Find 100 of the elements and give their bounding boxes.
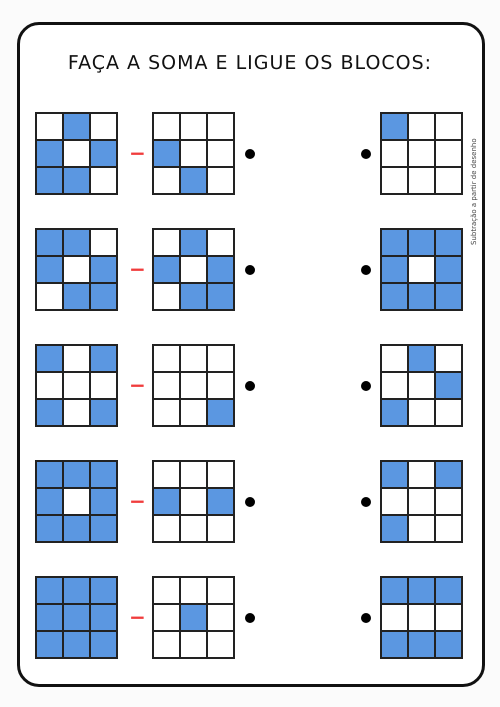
grid-cell bbox=[408, 488, 435, 515]
square-grid bbox=[35, 228, 118, 311]
square-grid bbox=[380, 576, 463, 659]
grid-cell bbox=[180, 488, 207, 515]
grid-cell bbox=[408, 167, 435, 194]
grid-cell bbox=[153, 461, 180, 488]
shaded-cell bbox=[381, 113, 408, 140]
square-grid bbox=[152, 112, 235, 195]
grid-cell bbox=[153, 515, 180, 542]
grid-cell bbox=[90, 113, 117, 140]
grid-cell bbox=[408, 256, 435, 283]
shaded-cell bbox=[36, 140, 63, 167]
grid-cell bbox=[36, 113, 63, 140]
shaded-cell bbox=[381, 283, 408, 310]
minus-sign: − bbox=[129, 607, 146, 627]
shaded-cell bbox=[63, 461, 90, 488]
grid-cell bbox=[408, 515, 435, 542]
grid-cell bbox=[63, 345, 90, 372]
shaded-cell bbox=[153, 488, 180, 515]
grid-cell bbox=[36, 283, 63, 310]
shaded-cell bbox=[36, 631, 63, 658]
grid-cell bbox=[207, 372, 234, 399]
grid-cell bbox=[207, 229, 234, 256]
grid-cell bbox=[153, 399, 180, 426]
grid-cell bbox=[153, 167, 180, 194]
square-grid bbox=[380, 344, 463, 427]
grid-cell bbox=[90, 167, 117, 194]
shaded-cell bbox=[90, 256, 117, 283]
shaded-cell bbox=[90, 577, 117, 604]
shaded-cell bbox=[153, 140, 180, 167]
shaded-cell bbox=[63, 515, 90, 542]
shaded-cell bbox=[90, 488, 117, 515]
shaded-cell bbox=[408, 631, 435, 658]
square-grid bbox=[152, 460, 235, 543]
grid-cell bbox=[63, 140, 90, 167]
grid-cell bbox=[180, 345, 207, 372]
grid-cell bbox=[36, 372, 63, 399]
grid-cell bbox=[153, 113, 180, 140]
shaded-cell bbox=[36, 604, 63, 631]
grid-cell bbox=[408, 372, 435, 399]
grid-cell bbox=[408, 399, 435, 426]
grid-cell bbox=[435, 167, 462, 194]
grid-cell bbox=[153, 577, 180, 604]
square-grid bbox=[380, 228, 463, 311]
grid-cell bbox=[435, 399, 462, 426]
square-grid bbox=[152, 576, 235, 659]
shaded-cell bbox=[90, 461, 117, 488]
shaded-cell bbox=[36, 256, 63, 283]
grid-cell bbox=[207, 461, 234, 488]
grid-cell bbox=[435, 140, 462, 167]
shaded-cell bbox=[180, 229, 207, 256]
grid-cell bbox=[63, 372, 90, 399]
square-grid bbox=[152, 344, 235, 427]
title: FAÇA A SOMA E LIGUE OS BLOCOS: bbox=[66, 52, 434, 74]
shaded-cell bbox=[381, 461, 408, 488]
grid-cell bbox=[207, 167, 234, 194]
minus-sign: − bbox=[129, 375, 146, 395]
grid-cell bbox=[381, 167, 408, 194]
grid-cell bbox=[408, 604, 435, 631]
grid-cell bbox=[153, 631, 180, 658]
grid-cell bbox=[435, 345, 462, 372]
grid-cell bbox=[180, 577, 207, 604]
grid-cell bbox=[180, 372, 207, 399]
grid-cell bbox=[180, 113, 207, 140]
grid-cell bbox=[381, 140, 408, 167]
shaded-cell bbox=[36, 488, 63, 515]
grid-cell bbox=[207, 577, 234, 604]
shaded-cell bbox=[63, 283, 90, 310]
grid-cell bbox=[153, 604, 180, 631]
shaded-cell bbox=[90, 515, 117, 542]
shaded-cell bbox=[207, 399, 234, 426]
grid-cell bbox=[90, 372, 117, 399]
grid-cell bbox=[180, 515, 207, 542]
grid-cell bbox=[63, 399, 90, 426]
shaded-cell bbox=[435, 256, 462, 283]
shaded-cell bbox=[381, 515, 408, 542]
shaded-cell bbox=[63, 167, 90, 194]
grid-cell bbox=[435, 113, 462, 140]
shaded-cell bbox=[408, 345, 435, 372]
square-grid bbox=[35, 576, 118, 659]
grid-cell bbox=[180, 256, 207, 283]
grid-cell bbox=[408, 140, 435, 167]
grid-cell bbox=[63, 256, 90, 283]
grid-cell bbox=[153, 345, 180, 372]
shaded-cell bbox=[63, 631, 90, 658]
grid-cell bbox=[207, 345, 234, 372]
grid-cell bbox=[63, 488, 90, 515]
grid-cell bbox=[153, 283, 180, 310]
shaded-cell bbox=[63, 577, 90, 604]
shaded-cell bbox=[36, 345, 63, 372]
shaded-cell bbox=[90, 399, 117, 426]
grid-cell bbox=[381, 372, 408, 399]
grid-cell bbox=[180, 631, 207, 658]
shaded-cell bbox=[381, 631, 408, 658]
shaded-cell bbox=[63, 229, 90, 256]
shaded-cell bbox=[435, 577, 462, 604]
grid-cell bbox=[207, 604, 234, 631]
shaded-cell bbox=[180, 167, 207, 194]
shaded-cell bbox=[90, 140, 117, 167]
shaded-cell bbox=[36, 399, 63, 426]
